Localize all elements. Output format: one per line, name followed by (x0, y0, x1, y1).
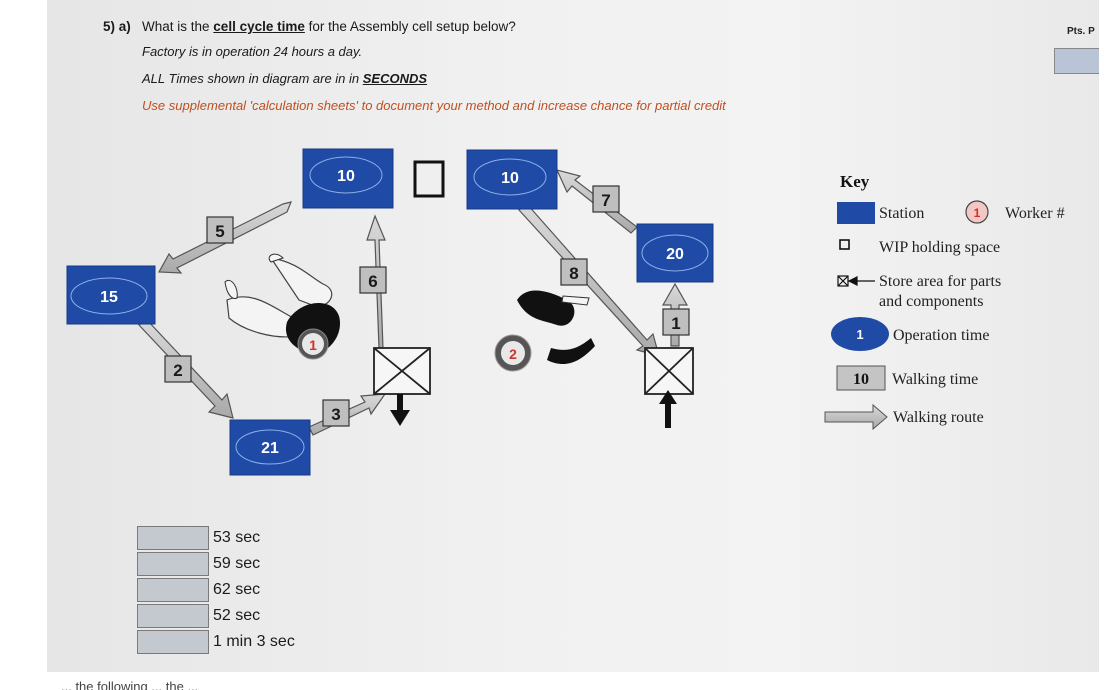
stations: 10 10 15 21 20 (66, 148, 714, 476)
walk-time-5: 5 (215, 222, 224, 241)
walk-time-6: 6 (368, 272, 377, 291)
station-time-top-right: 10 (501, 170, 519, 187)
answer-option-text: 1 min 3 sec (213, 633, 295, 650)
cropped-footer: ... the following ... the ... (47, 672, 1099, 690)
walk-time-7: 7 (601, 191, 610, 210)
answer-option-text: 59 sec (213, 555, 261, 572)
answer-option-text: 52 sec (213, 607, 261, 624)
legend-op-label: Operation time (893, 327, 989, 344)
answer-option-text: 53 sec (213, 529, 261, 546)
points-label: Pts. P (1067, 26, 1095, 37)
station-time-bottom: 21 (261, 440, 279, 457)
points-input[interactable] (1054, 48, 1099, 74)
answer-option[interactable]: 53 sec (137, 525, 295, 551)
answer-option-text: 62 sec (213, 581, 261, 598)
worker-1-figure: 1 (224, 253, 341, 360)
assembly-cell-diagram: 5 6 2 3 7 8 1 10 10 15 (66, 148, 1065, 476)
wip-holding-space (413, 160, 445, 198)
route-arrow-6 (366, 214, 386, 349)
store-area-left (373, 347, 431, 395)
answer-option[interactable]: 62 sec (137, 577, 295, 603)
answer-options: 53 sec 59 sec 62 sec 52 sec 1 min 3 sec (137, 525, 295, 655)
question-line-operation: Factory is in operation 24 hours a day. (142, 44, 363, 59)
walking-time-labels: 5 6 2 3 7 8 1 (164, 185, 690, 427)
legend-route-arrow (824, 403, 888, 431)
legend-store-swatch (837, 275, 875, 287)
legend-worker-label: Worker # (1005, 205, 1065, 222)
station-time-left: 15 (100, 289, 118, 306)
legend-wip-swatch (839, 239, 850, 250)
legend-route-label: Walking route (893, 409, 984, 426)
question-suffix: for the Assembly cell setup below? (308, 19, 516, 34)
legend-wip-label: WIP holding space (879, 239, 1000, 256)
up-arrow-icon (659, 390, 677, 428)
answer-option[interactable]: 52 sec (137, 603, 295, 629)
units-emphasis: SECONDS (362, 71, 428, 86)
question-screenshot: 5) a) What is the cell cycle time for th… (47, 0, 1099, 672)
answer-radio-box[interactable] (137, 552, 209, 576)
answer-radio-box[interactable] (137, 578, 209, 602)
worker-1-number: 1 (309, 337, 317, 353)
legend-station-label: Station (879, 205, 924, 222)
answer-radio-box[interactable] (137, 630, 209, 654)
worker-2-number: 2 (509, 346, 517, 362)
walk-time-8: 8 (569, 264, 578, 283)
worker-2-figure: 2 (494, 290, 595, 372)
question-prompt: What is the cell cycle time for the Asse… (142, 19, 516, 34)
walk-time-1: 1 (671, 314, 680, 333)
legend-walk-num: 10 (853, 371, 869, 388)
question-line-units: ALL Times shown in diagram are in in SEC… (142, 71, 427, 86)
footer-text: ... the following ... the ... (61, 679, 199, 690)
legend-store-label-1: Store area for parts (879, 273, 1001, 290)
question-number: 5) a) (103, 19, 131, 34)
question-prefix: What is the (142, 19, 210, 34)
legend-station-swatch (837, 202, 875, 224)
legend-title: Key (840, 172, 870, 191)
question-emphasis: cell cycle time (213, 19, 305, 34)
legend-worker-num: 1 (974, 206, 981, 220)
question-line-instructions: Use supplemental 'calculation sheets' to… (142, 98, 726, 113)
answer-radio-box[interactable] (137, 604, 209, 628)
units-prefix: ALL Times shown in diagram are in in (142, 71, 360, 86)
walk-time-3: 3 (331, 405, 340, 424)
legend-op-num: 1 (856, 327, 863, 342)
station-time-right: 20 (666, 246, 684, 263)
legend-walk-label: Walking time (892, 371, 978, 388)
answer-radio-box[interactable] (137, 526, 209, 550)
route-arrow-8 (518, 203, 660, 357)
answer-option[interactable]: 59 sec (137, 551, 295, 577)
down-arrow-icon (390, 394, 410, 426)
answer-option[interactable]: 1 min 3 sec (137, 629, 295, 655)
legend-store-label-2: and components (879, 293, 983, 310)
walk-time-2: 2 (173, 361, 182, 380)
legend: Key Station 1 Worker # WIP holding space… (824, 172, 1065, 431)
station-time-top-left: 10 (337, 168, 355, 185)
store-area-right (644, 347, 694, 395)
